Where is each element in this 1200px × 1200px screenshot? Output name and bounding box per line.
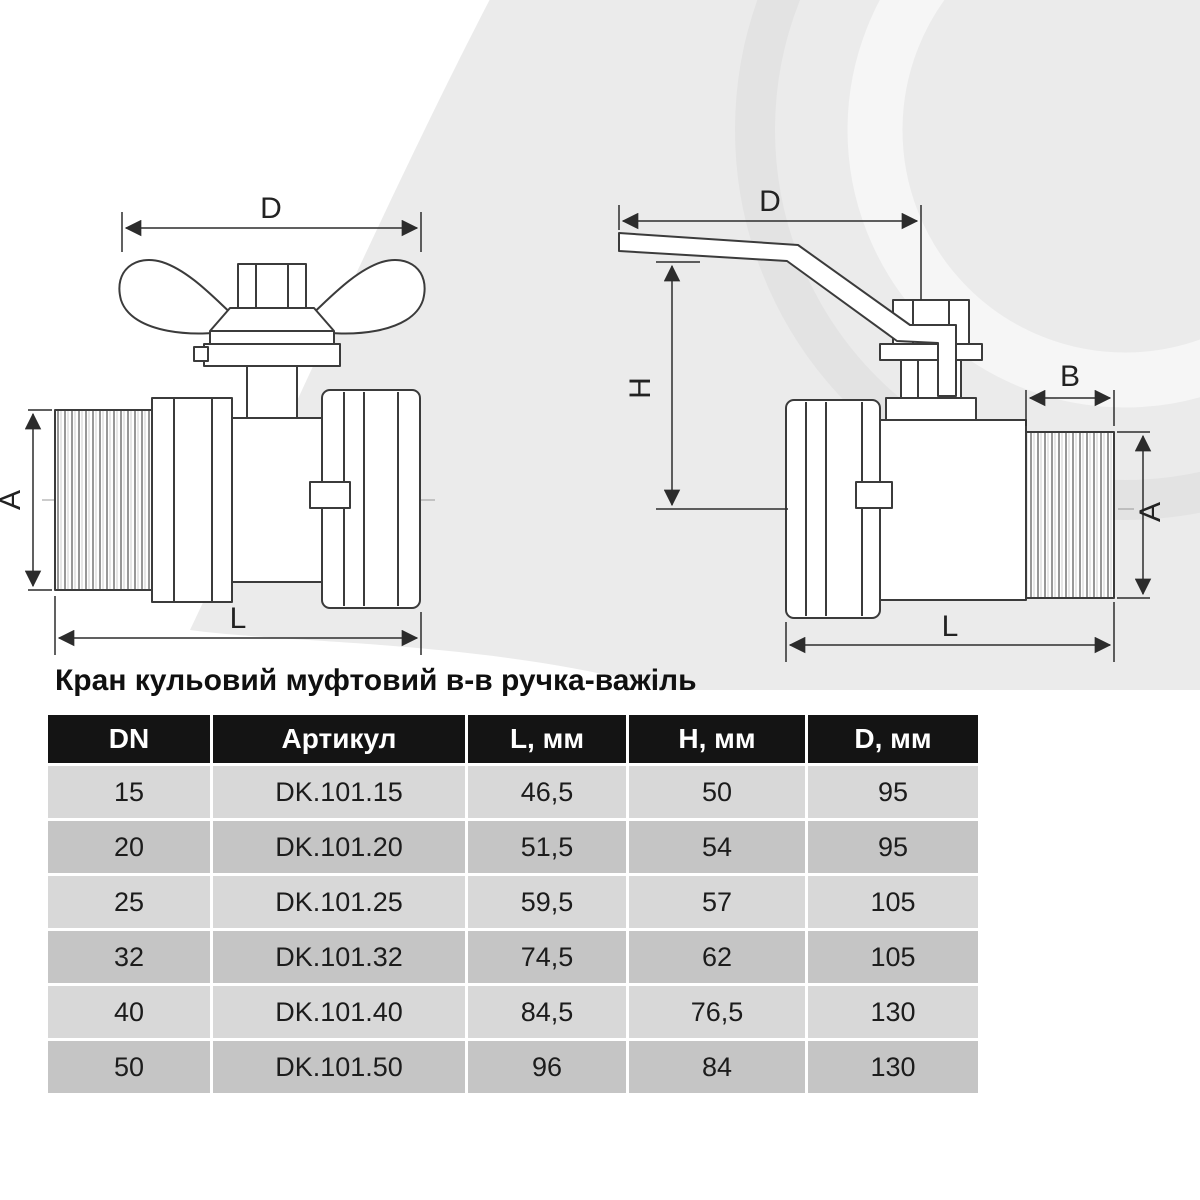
col-header-h: H, мм — [629, 715, 805, 763]
cell-article: DK.101.25 — [213, 876, 465, 928]
stem-nut — [237, 263, 307, 309]
handle-base — [209, 307, 335, 345]
dim-label-d-left: D — [260, 192, 282, 225]
valve-body — [231, 417, 323, 583]
spec-table-body: 15 DK.101.15 46,5 50 95 20 DK.101.20 51,… — [48, 766, 978, 1093]
col-header-d: D, мм — [808, 715, 978, 763]
table-row: 50 DK.101.50 96 84 130 — [48, 1041, 978, 1093]
valve-body — [879, 419, 1027, 601]
right-valve-dimensions — [618, 205, 1152, 662]
header-row: DN Артикул L, мм H, мм D, мм — [48, 715, 978, 763]
dim-label-a-right: A — [1134, 502, 1167, 522]
dim-label-a-left: A — [0, 490, 27, 510]
male-thread — [54, 409, 153, 591]
body-tab — [855, 481, 893, 509]
cell-h: 62 — [629, 931, 805, 983]
cell-d: 95 — [808, 821, 978, 873]
cell-dn: 50 — [48, 1041, 210, 1093]
dim-label-h-right: H — [624, 377, 657, 399]
dim-label-l-right: L — [942, 610, 959, 643]
cell-article: DK.101.32 — [213, 931, 465, 983]
cell-h: 84 — [629, 1041, 805, 1093]
body-tab — [309, 481, 351, 509]
cell-dn: 25 — [48, 876, 210, 928]
cell-l: 59,5 — [468, 876, 626, 928]
cell-article: DK.101.20 — [213, 821, 465, 873]
cell-l: 84,5 — [468, 986, 626, 1038]
table-row: 25 DK.101.25 59,5 57 105 — [48, 876, 978, 928]
product-title: Кран кульовий муфтовий в-в ручка-важіль — [55, 664, 697, 697]
cell-d: 105 — [808, 931, 978, 983]
cell-dn: 20 — [48, 821, 210, 873]
dim-label-d-right: D — [759, 185, 781, 218]
left-valve-drawing — [42, 259, 438, 609]
technical-drawing: D A L — [0, 0, 1200, 690]
cell-article: DK.101.40 — [213, 986, 465, 1038]
cell-l: 46,5 — [468, 766, 626, 818]
cell-l: 96 — [468, 1041, 626, 1093]
right-valve-drawing — [618, 232, 1138, 619]
col-header-article: Артикул — [213, 715, 465, 763]
cell-article: DK.101.50 — [213, 1041, 465, 1093]
cell-dn: 40 — [48, 986, 210, 1038]
cell-h: 57 — [629, 876, 805, 928]
cell-h: 50 — [629, 766, 805, 818]
wing-handle-right — [307, 259, 426, 335]
lever-handle — [618, 232, 957, 397]
spec-table: DN Артикул L, мм H, мм D, мм 15 DK.101.1… — [45, 712, 981, 1096]
table-row: 32 DK.101.32 74,5 62 105 — [48, 931, 978, 983]
dim-label-l-left: L — [230, 602, 247, 635]
dim-label-b-right: B — [1060, 360, 1080, 393]
cell-d: 130 — [808, 986, 978, 1038]
male-thread — [1025, 431, 1115, 599]
cell-dn: 15 — [48, 766, 210, 818]
ring-arc-white — [847, 0, 1200, 408]
table-row: 40 DK.101.40 84,5 76,5 130 — [48, 986, 978, 1038]
col-header-l: L, мм — [468, 715, 626, 763]
table-row: 20 DK.101.20 51,5 54 95 — [48, 821, 978, 873]
ring-arc-gray — [735, 0, 1200, 520]
cell-d: 105 — [808, 876, 978, 928]
spec-table-header: DN Артикул L, мм H, мм D, мм — [48, 715, 978, 763]
left-valve-dimensions — [24, 212, 422, 655]
cell-h: 76,5 — [629, 986, 805, 1038]
col-header-dn: DN — [48, 715, 210, 763]
table-row: 15 DK.101.15 46,5 50 95 — [48, 766, 978, 818]
wing-handle-left — [118, 259, 237, 335]
cell-dn: 32 — [48, 931, 210, 983]
cell-d: 95 — [808, 766, 978, 818]
cell-article: DK.101.15 — [213, 766, 465, 818]
hex-section — [151, 397, 233, 603]
cell-l: 74,5 — [468, 931, 626, 983]
cell-l: 51,5 — [468, 821, 626, 873]
cell-d: 130 — [808, 1041, 978, 1093]
cell-h: 54 — [629, 821, 805, 873]
